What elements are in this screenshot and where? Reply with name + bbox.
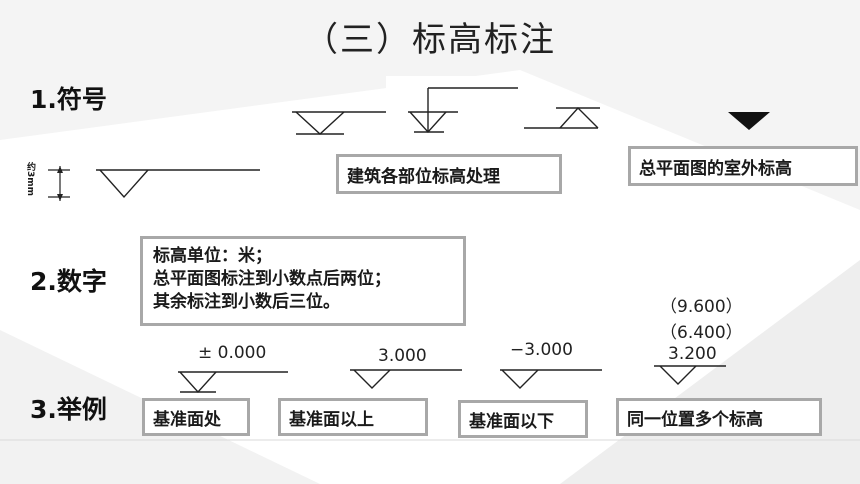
section-symbol: 1.符号 bbox=[30, 85, 107, 114]
example-label-above: 基准面以上 bbox=[278, 398, 428, 436]
section-example: 3.举例 bbox=[30, 395, 107, 424]
example-value-above: 3.000 bbox=[378, 346, 427, 366]
caption-site: 总平面图的室外标高 bbox=[628, 146, 858, 186]
example-extra-1: （9.600） bbox=[660, 297, 743, 317]
example-value-datum: ± 0.000 bbox=[198, 343, 267, 363]
site-elevation-triangle bbox=[728, 112, 770, 130]
example-extra-2: （6.400） bbox=[660, 323, 743, 343]
example-label-multi: 同一位置多个标高 bbox=[616, 398, 822, 436]
example-label-above-text: 基准面以上 bbox=[289, 409, 374, 430]
dimension-label: 约3mm bbox=[25, 162, 35, 197]
caption-building: 建筑各部位标高处理 bbox=[336, 154, 562, 194]
page-title: （三）标高标注 bbox=[304, 20, 556, 60]
example-label-datum: 基准面处 bbox=[142, 398, 250, 436]
elevation-symbol-dimensioned bbox=[48, 166, 260, 201]
symbol-dimension-figure: 约3mm bbox=[20, 142, 262, 202]
example-value-multi: 3.200 bbox=[668, 344, 717, 364]
number-rules-box: 标高单位：米； 总平面图标注到小数点后两位； 其余标注到小数后三位。 bbox=[140, 236, 466, 326]
example-label-below: 基准面以下 bbox=[458, 400, 588, 438]
rule-line-2: 总平面图标注到小数点后两位； bbox=[153, 269, 391, 289]
rule-line-3: 其余标注到小数后三位。 bbox=[153, 292, 340, 312]
section-number: 2.数字 bbox=[30, 267, 107, 296]
rule-line-1: 标高单位：米； bbox=[153, 246, 272, 266]
example-label-datum-text: 基准面处 bbox=[153, 409, 221, 430]
example-label-below-text: 基准面以下 bbox=[469, 411, 554, 432]
caption-site-text: 总平面图的室外标高 bbox=[639, 158, 792, 179]
example-label-multi-text: 同一位置多个标高 bbox=[627, 409, 763, 430]
caption-building-text: 建筑各部位标高处理 bbox=[347, 166, 500, 187]
example-value-below: −3.000 bbox=[510, 340, 573, 360]
